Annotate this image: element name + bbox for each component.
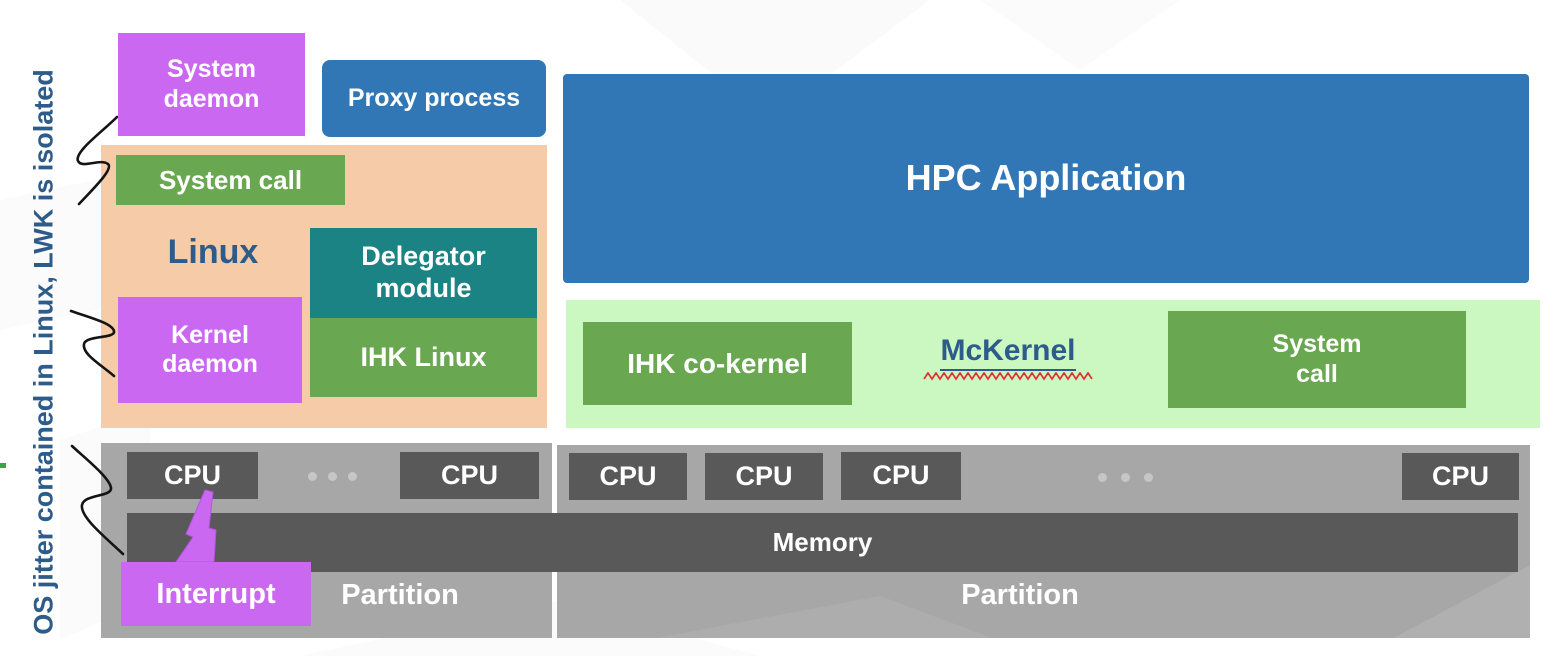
kernel-daemon-label: Kernel daemon <box>162 320 258 379</box>
proxy-process-box: Proxy process <box>322 60 546 137</box>
ellipsis-dots-right-icon <box>1098 473 1107 482</box>
ellipsis-dots-right-icon <box>1144 473 1153 482</box>
red-squiggle-underline-icon <box>923 372 1093 381</box>
hpc-application-box: HPC Application <box>563 74 1529 283</box>
ellipsis-dots-left-icon <box>348 472 357 481</box>
cpu-box-right-2: CPU <box>705 453 823 500</box>
ellipsis-dots-left-icon <box>328 472 337 481</box>
cpu-box-right-4: CPU <box>1402 453 1519 500</box>
cpu-label: CPU <box>1431 460 1489 491</box>
ihk-linux-label: IHK Linux <box>360 341 487 372</box>
ihk-co-kernel-label: IHK co-kernel <box>627 347 808 379</box>
kernel-daemon-box: Kernel daemon <box>118 297 302 403</box>
memory-bar: Memory <box>127 513 1518 572</box>
system-daemon-box: System daemon <box>118 33 305 136</box>
hpc-application-label: HPC Application <box>905 157 1187 199</box>
left-edge-green-mark <box>0 463 6 468</box>
system-call-mckernel-label: System call <box>1272 330 1362 388</box>
partition-left-label: Partition <box>341 579 459 611</box>
cpu-box-left-2: CPU <box>400 452 539 499</box>
mckernel-name-label: McKernel <box>940 334 1076 371</box>
squiggle-bottom-icon <box>70 444 125 556</box>
squiggle-top-icon <box>76 115 119 206</box>
delegator-module-box: Delegator module <box>310 228 537 318</box>
delegator-module-label: Delegator module <box>361 241 486 303</box>
interrupt-label: Interrupt <box>156 577 276 610</box>
squiggle-middle-icon <box>69 309 116 378</box>
linux-label: Linux <box>167 233 259 271</box>
ellipsis-dots-left-icon <box>308 472 317 481</box>
interrupt-box: Interrupt <box>121 562 311 626</box>
ihk-co-kernel-box: IHK co-kernel <box>583 322 852 405</box>
cpu-box-right-3: CPU <box>841 452 961 500</box>
cpu-label: CPU <box>163 459 221 490</box>
mckernel-name-wrap: McKernel <box>922 334 1094 381</box>
ellipsis-dots-right-icon <box>1121 473 1130 482</box>
cpu-label: CPU <box>872 460 930 491</box>
system-call-linux-box: System call <box>116 155 345 205</box>
cpu-label: CPU <box>440 459 498 490</box>
partition-right-label: Partition <box>961 579 1079 611</box>
memory-label: Memory <box>772 527 873 558</box>
interrupt-lightning-icon <box>175 489 217 563</box>
squiggle-connectors <box>69 115 125 556</box>
system-daemon-label: System daemon <box>163 55 260 113</box>
cpu-label: CPU <box>599 460 657 491</box>
proxy-process-label: Proxy process <box>347 83 521 112</box>
system-call-mckernel-box: System call <box>1168 311 1466 408</box>
system-call-linux-label: System call <box>158 164 303 195</box>
ihk-linux-box: IHK Linux <box>310 318 537 397</box>
cpu-label: CPU <box>735 460 793 491</box>
cpu-box-right-1: CPU <box>569 453 687 500</box>
cpu-box-left-1: CPU <box>127 452 258 499</box>
